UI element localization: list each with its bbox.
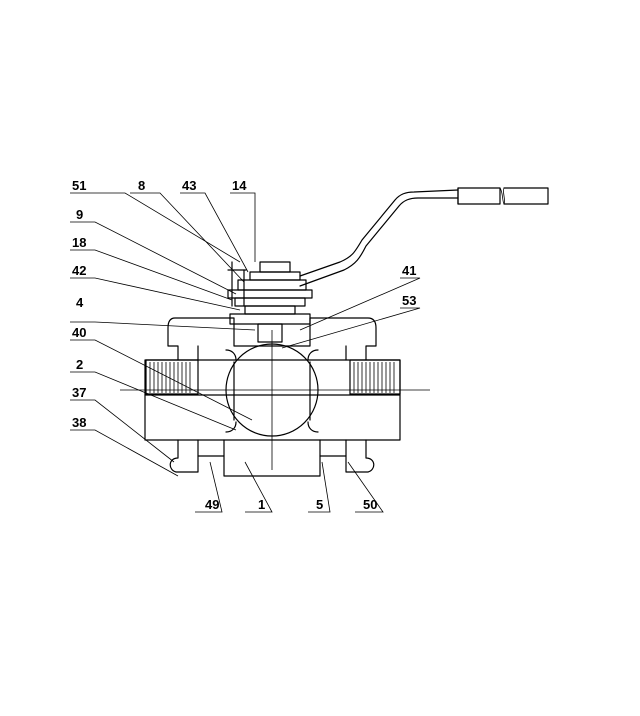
callout-37: 37 [72, 385, 86, 400]
thread-left [145, 359, 199, 395]
callout-1: 1 [258, 497, 265, 512]
callout-18: 18 [72, 235, 86, 250]
stem-assembly [227, 261, 313, 343]
callout-5: 5 [316, 497, 323, 512]
callout-53: 53 [402, 293, 416, 308]
leader-lines [70, 192, 421, 513]
callout-50: 50 [363, 497, 377, 512]
callout-43: 43 [182, 178, 196, 193]
callout-38: 38 [72, 415, 86, 430]
thread-right [349, 359, 401, 395]
callout-40: 40 [72, 325, 86, 340]
callout-9: 9 [76, 207, 83, 222]
callout-51: 51 [72, 178, 86, 193]
callout-42: 42 [72, 263, 86, 278]
callout-49: 49 [205, 497, 219, 512]
handle-lever [299, 187, 549, 287]
callout-8: 8 [138, 178, 145, 193]
callout-4: 4 [76, 295, 84, 310]
ball [225, 330, 319, 470]
callout-2: 2 [76, 357, 83, 372]
callout-14: 14 [232, 178, 247, 193]
callout-41: 41 [402, 263, 416, 278]
